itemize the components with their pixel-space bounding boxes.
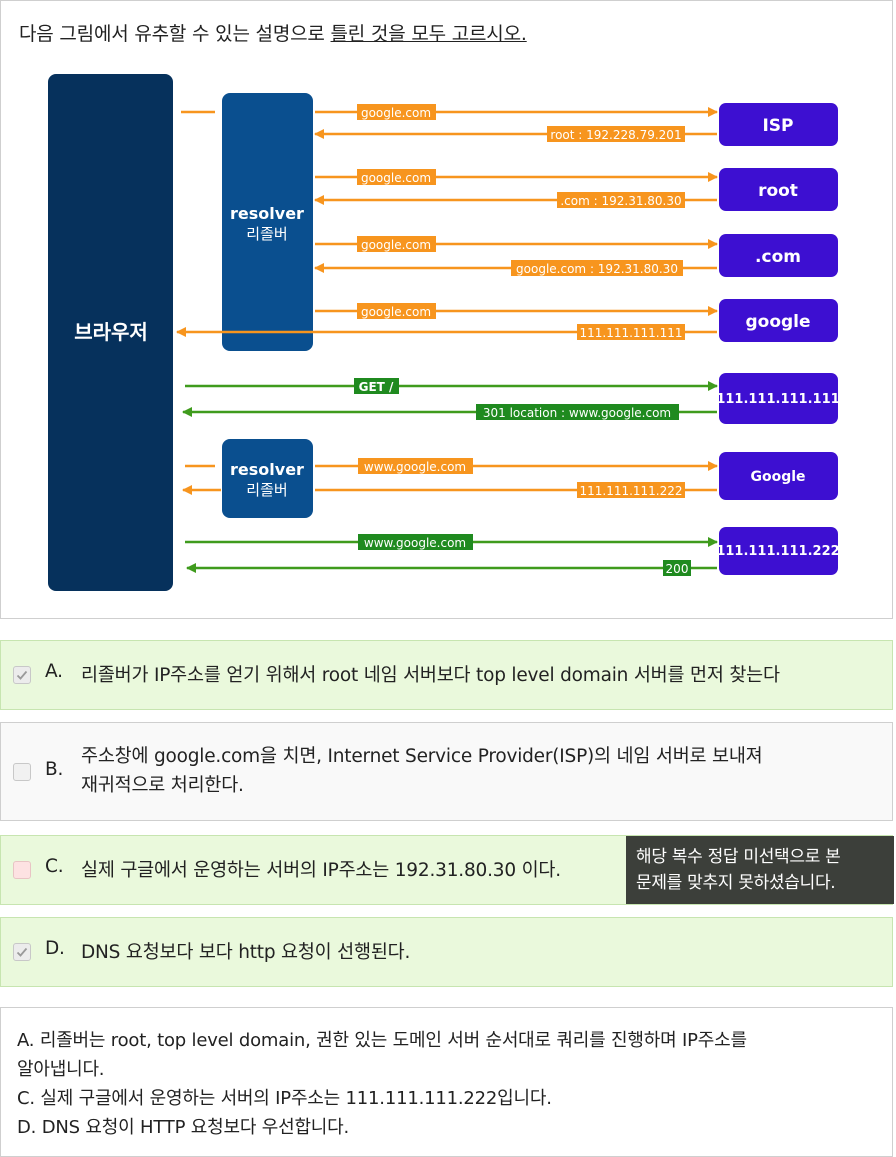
explanation-line-4: D. DNS 요청이 HTTP 요청보다 우선합니다. (17, 1117, 350, 1138)
checkbox-c[interactable] (13, 861, 31, 879)
option-b-line-2: 재귀적으로 처리한다. (81, 775, 244, 796)
resolver-2-en: resolver (230, 460, 304, 479)
server-isp (719, 103, 838, 146)
label-q4: google.com (361, 305, 431, 319)
dns-diagram: 브라우저 resolver 리졸버 resolver 리졸버 ISP root … (48, 74, 840, 591)
check-icon (16, 947, 28, 957)
server-ip-2-label: 111.111.111.222 (716, 544, 839, 559)
label-q2: google.com (361, 171, 431, 185)
label-get: GET / (359, 380, 394, 394)
browser-label: 브라우저 (74, 320, 148, 344)
server-google (719, 299, 838, 342)
option-d[interactable]: D. DNS 요청보다 보다 http 요청이 선행된다. (0, 917, 893, 987)
explanation-line-2: 알아냅니다. (17, 1059, 105, 1080)
server-ip-1 (719, 373, 838, 424)
resolver-1-ko: 리졸버 (246, 225, 287, 243)
server-ip-1-label: 111.111.111.111 (716, 392, 839, 407)
question-card: 다음 그림에서 유추할 수 있는 설명으로 틀린 것을 모두 고르시오. 브라우… (0, 0, 893, 619)
question-emphasis: 틀린 것을 모두 고르시오. (330, 23, 527, 45)
browser-box (48, 74, 173, 591)
resolver-1-en: resolver (230, 204, 304, 223)
label-q5: www.google.com (364, 460, 466, 474)
tooltip-line-1: 해당 복수 정답 미선택으로 본 (636, 847, 841, 867)
checkbox-a[interactable] (13, 666, 31, 684)
label-a1: root : 192.228.79.201 (550, 128, 681, 142)
resolver-box-2 (222, 439, 313, 518)
server-root (719, 168, 838, 211)
label-req: www.google.com (364, 536, 466, 550)
label-q3: google.com (361, 238, 431, 252)
checkbox-b[interactable] (13, 763, 31, 781)
label-a2: .com : 192.31.80.30 (560, 194, 681, 208)
question-text: 다음 그림에서 유추할 수 있는 설명으로 틀린 것을 모두 고르시오. (19, 19, 527, 46)
label-q1: google.com (361, 106, 431, 120)
server-ip-2 (719, 527, 838, 575)
check-icon (16, 670, 28, 680)
explanation-line-1: A. 리졸버는 root, top level domain, 권한 있는 도메… (17, 1030, 747, 1051)
missed-answer-tooltip: 해당 복수 정답 미선택으로 본 문제를 맞추지 못하셨습니다. (626, 836, 894, 904)
option-c-text: 실제 구글에서 운영하는 서버의 IP주소는 192.31.80.30 이다. (81, 860, 561, 881)
label-ok: 200 (666, 562, 689, 576)
label-a4: 111.111.111.111 (579, 326, 682, 340)
server-com-label: .com (755, 247, 801, 267)
option-d-text: DNS 요청보다 보다 http 요청이 선행된다. (81, 942, 411, 963)
checkbox-d[interactable] (13, 943, 31, 961)
tooltip-line-2: 문제를 맞추지 못하셨습니다. (636, 873, 836, 893)
option-a-text: 리졸버가 IP주소를 얻기 위해서 root 네임 서버보다 top level… (81, 665, 780, 686)
option-c-letter: C. (45, 856, 64, 877)
option-b[interactable]: B. 주소창에 google.com을 치면, Internet Service… (0, 722, 893, 821)
resolver-2-ko: 리졸버 (246, 481, 287, 499)
question-prefix: 다음 그림에서 유추할 수 있는 설명으로 (19, 23, 331, 45)
option-a-letter: A. (45, 661, 63, 682)
explanation-panel: A. 리졸버는 root, top level domain, 권한 있는 도메… (0, 1007, 893, 1157)
label-redirect: 301 location : www.google.com (483, 406, 671, 420)
server-com (719, 234, 838, 277)
option-b-line-1: 주소창에 google.com을 치면, Internet Service Pr… (81, 746, 763, 767)
option-b-letter: B. (45, 759, 64, 780)
label-a5: 111.111.111.222 (579, 484, 682, 498)
explanation-line-3: C. 실제 구글에서 운영하는 서버의 IP주소는 111.111.111.22… (17, 1088, 552, 1109)
resolver-box-1 (222, 93, 313, 351)
option-b-text: 주소창에 google.com을 치면, Internet Service Pr… (81, 742, 763, 800)
label-a3: google.com : 192.31.80.30 (516, 262, 678, 276)
server-google-2 (719, 452, 838, 500)
server-google-label: google (745, 312, 810, 332)
server-root-label: root (758, 181, 798, 201)
option-d-letter: D. (45, 938, 65, 959)
server-google-2-label: Google (750, 469, 805, 485)
option-a[interactable]: A. 리졸버가 IP주소를 얻기 위해서 root 네임 서버보다 top le… (0, 640, 893, 710)
server-isp-label: ISP (762, 116, 793, 136)
